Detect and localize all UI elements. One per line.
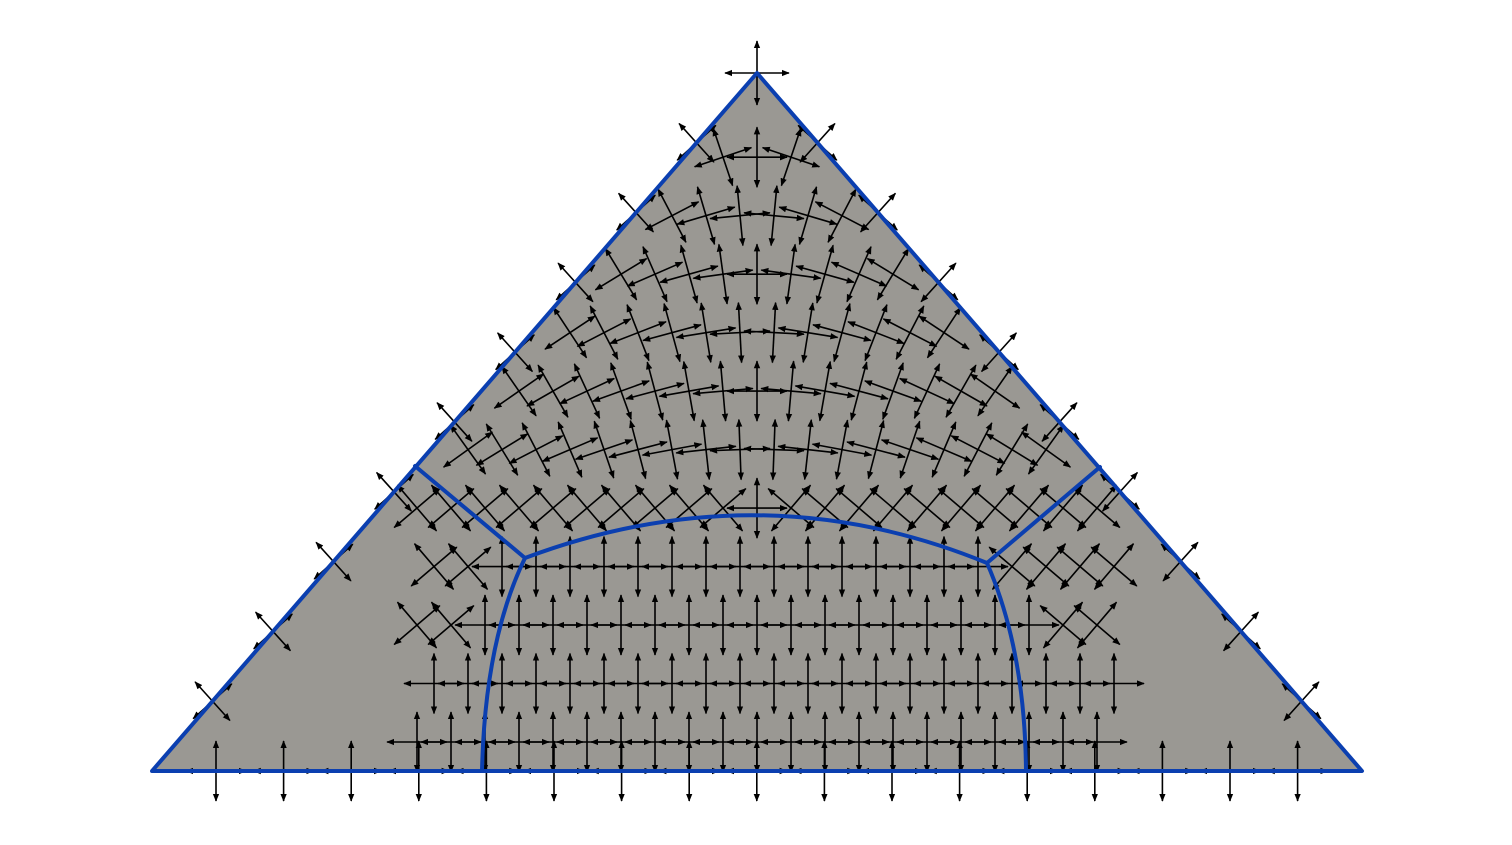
- frame-arrow: [899, 420, 921, 479]
- frame-arrow: [785, 360, 797, 422]
- frame-arrow: [626, 303, 650, 362]
- frame-arrow: [867, 419, 885, 480]
- frame-arrow: [882, 362, 904, 421]
- frame-arrow: [501, 365, 537, 417]
- frame-arrow: [846, 245, 872, 303]
- frame-arrow: [931, 421, 957, 478]
- frame-arrow: [817, 360, 833, 422]
- frame-arrow: [662, 302, 682, 363]
- left-separator: [413, 464, 527, 560]
- frame-arrow: [593, 420, 615, 479]
- frame-arrow: [699, 302, 713, 364]
- frame-arrow: [784, 243, 798, 305]
- triangle-outline: [150, 71, 1364, 773]
- right-separator: [985, 465, 1102, 565]
- frame-arrow: [734, 185, 746, 247]
- frame-arrow: [827, 188, 857, 244]
- frame-arrow: [780, 128, 802, 187]
- frame-arrow: [895, 305, 925, 361]
- frame-arrow: [712, 128, 734, 187]
- frame-arrow: [769, 418, 779, 481]
- frame-arrow: [552, 306, 588, 359]
- frame-arrow: [926, 306, 962, 359]
- frame-arrow: [430, 601, 472, 649]
- frame-arrow: [716, 243, 730, 305]
- frame-arrow: [876, 247, 910, 301]
- frame-arrow: [717, 360, 729, 422]
- frame-arrow: [573, 363, 601, 420]
- frame-arrow: [850, 361, 868, 421]
- frame-arrow: [521, 422, 551, 478]
- frame-arrow: [679, 244, 699, 304]
- arch-right-leg: [985, 561, 1028, 773]
- frame-arrow: [664, 419, 680, 480]
- frame-arrow: [604, 247, 638, 301]
- frame-arrow: [1093, 543, 1135, 591]
- frame-arrow: [735, 418, 745, 481]
- frame-arrow: [557, 421, 583, 478]
- frame-field-arrows: [185, 40, 1329, 802]
- frame-arrow: [696, 186, 716, 246]
- frame-arrow: [913, 363, 941, 420]
- frame-arrow: [977, 365, 1013, 417]
- frame-arrow: [610, 362, 632, 421]
- frame-arrow: [537, 364, 569, 418]
- frame-arrow: [700, 419, 712, 481]
- frame-arrow: [802, 419, 814, 481]
- triangle-domain: [152, 73, 1362, 771]
- frame-arrow: [646, 361, 664, 421]
- frame-arrow: [681, 360, 697, 422]
- arch-top: [523, 513, 989, 565]
- frame-arrow: [815, 244, 835, 304]
- frame-arrow: [798, 186, 818, 246]
- frame-arrow: [702, 484, 744, 532]
- frame-arrow: [629, 419, 647, 480]
- frame-arrow: [447, 543, 489, 591]
- region-boundaries: [150, 71, 1364, 773]
- frame-arrow: [834, 419, 850, 480]
- frame-arrow: [485, 423, 519, 476]
- frame-arrow: [642, 245, 668, 303]
- frame-arrow: [589, 305, 619, 361]
- frame-arrow: [735, 301, 745, 364]
- arch-left-leg: [480, 556, 527, 773]
- frame-arrow: [963, 422, 993, 478]
- frame-arrow: [1076, 601, 1118, 649]
- frame-arrow: [832, 302, 852, 363]
- frame-arrow: [801, 302, 815, 364]
- frame-arrow: [769, 301, 779, 364]
- frame-arrow: [864, 303, 888, 362]
- frame-arrow: [768, 185, 780, 247]
- frame-arrow: [657, 188, 687, 244]
